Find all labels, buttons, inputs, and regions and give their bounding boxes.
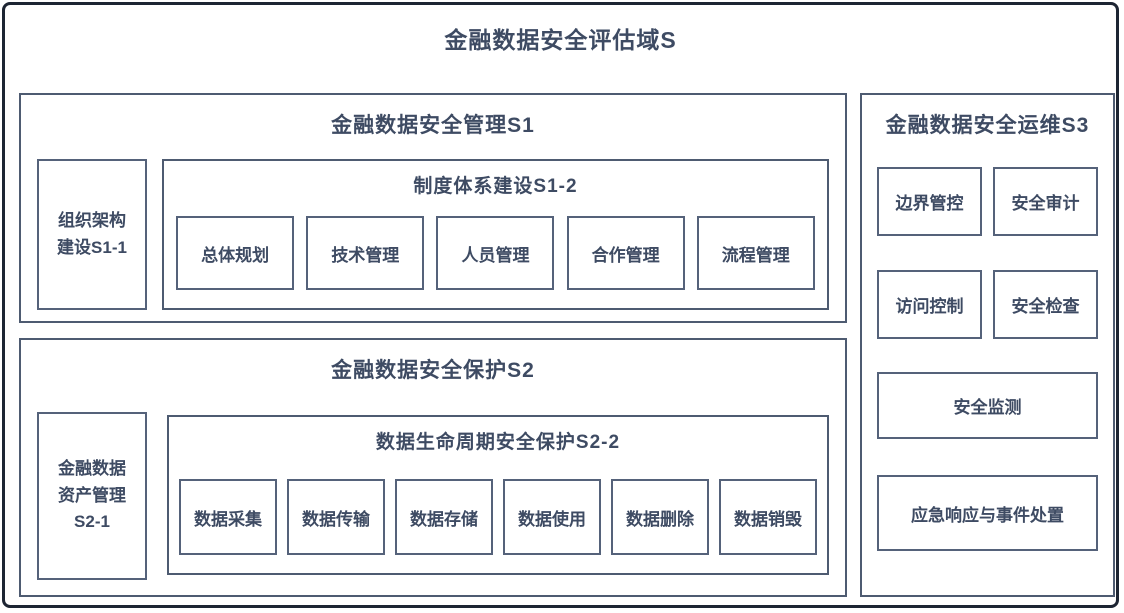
box-data-asset-management-s2-1-label: 金融数据资产管理S2-1	[58, 459, 126, 532]
box-security-monitoring: 安全监测	[877, 372, 1098, 439]
box-data-storage: 数据存储	[395, 479, 493, 555]
s1-2-items-row: 总体规划 技术管理 人员管理 合作管理 流程管理	[164, 216, 827, 290]
panel-security-protection-s2: 金融数据安全保护S2 金融数据资产管理S2-1 数据生命周期安全保护S2-2 数…	[19, 338, 847, 597]
s2-2-items-row: 数据采集 数据传输 数据存储 数据使用 数据删除 数据销毁	[169, 479, 827, 555]
box-data-collection: 数据采集	[179, 479, 277, 555]
diagram-title: 金融数据安全评估域S	[444, 27, 677, 53]
panel-s3-title: 金融数据安全运维S3	[885, 114, 1090, 137]
box-emergency-response: 应急响应与事件处置	[877, 475, 1098, 551]
box-security-audit: 安全审计	[993, 167, 1098, 236]
box-personnel-management: 人员管理	[436, 216, 555, 290]
box-boundary-control: 边界管控	[877, 167, 982, 236]
panel-security-management-s1: 金融数据安全管理S1 组织架构建设S1-1 制度体系建设S1-2 总体规划 技术…	[19, 93, 847, 323]
box-cooperation-management: 合作管理	[566, 216, 685, 290]
box-technical-management: 技术管理	[306, 216, 425, 290]
box-overall-planning: 总体规划	[176, 216, 295, 290]
panel-security-operations-s3: 金融数据安全运维S3 边界管控 安全审计 访问控制 安全检查 安全监测 应急响应…	[860, 93, 1115, 597]
box-data-deletion: 数据删除	[611, 479, 709, 555]
box-access-control: 访问控制	[877, 270, 982, 339]
box-data-usage: 数据使用	[503, 479, 601, 555]
box-data-asset-management-s2-1: 金融数据资产管理S2-1	[37, 412, 147, 580]
subpanel-s1-2-title: 制度体系建设S1-2	[413, 176, 578, 197]
box-data-destruction: 数据销毁	[719, 479, 817, 555]
subpanel-s2-2-title: 数据生命周期安全保护S2-2	[375, 432, 621, 453]
box-org-structure-s1-1: 组织架构建设S1-1	[37, 159, 147, 310]
box-org-structure-s1-1-label: 组织架构建设S1-1	[57, 211, 127, 257]
box-security-inspection: 安全检查	[993, 270, 1098, 339]
panel-s1-title: 金融数据安全管理S1	[331, 114, 535, 137]
box-process-management: 流程管理	[696, 216, 815, 290]
panel-s2-title: 金融数据安全保护S2	[331, 359, 535, 382]
s3-ops-grid: 边界管控 安全审计 访问控制 安全检查 安全监测 应急响应与事件处置	[877, 167, 1098, 551]
subpanel-institution-system-s1-2: 制度体系建设S1-2 总体规划 技术管理 人员管理 合作管理 流程管理	[162, 159, 829, 310]
subpanel-data-lifecycle-s2-2: 数据生命周期安全保护S2-2 数据采集 数据传输 数据存储 数据使用 数据删除 …	[167, 415, 829, 575]
box-data-transmission: 数据传输	[287, 479, 385, 555]
